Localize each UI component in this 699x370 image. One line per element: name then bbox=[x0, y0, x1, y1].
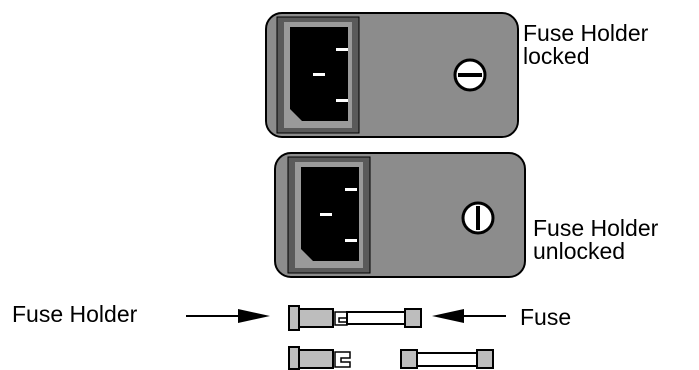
pin-neutral bbox=[320, 213, 332, 216]
pin-live bbox=[345, 239, 357, 242]
fuse-holder-cap bbox=[288, 305, 300, 331]
label-fuse-holder-locked-line1: Fuse Holder bbox=[523, 20, 649, 46]
power-entry-module-unlocked bbox=[274, 152, 526, 278]
label-fuse-holder-locked-line2: locked bbox=[523, 43, 590, 69]
label-fuse-holder-unlocked-line1: Fuse Holder bbox=[533, 215, 659, 241]
iec-inlet-socket bbox=[287, 156, 371, 274]
fuse-holder-assembled bbox=[288, 305, 422, 331]
iec-inlet-socket bbox=[276, 16, 360, 134]
label-fuse: Fuse bbox=[520, 304, 572, 330]
fuse-holder-separate bbox=[288, 346, 351, 370]
fuse-glass-body bbox=[346, 311, 406, 325]
arrow-to-fuse-holder bbox=[186, 309, 270, 323]
power-entry-module-locked bbox=[265, 12, 519, 138]
label-fuse-holder: Fuse Holder bbox=[12, 301, 138, 327]
label-fuse-holder-unlocked-line2: unlocked bbox=[533, 238, 626, 264]
pin-live bbox=[336, 99, 348, 102]
pin-earth bbox=[336, 48, 348, 51]
locked-screw-icon bbox=[453, 58, 487, 92]
fuse-separate bbox=[400, 349, 494, 369]
fuse-end-cap bbox=[404, 308, 422, 328]
pin-earth bbox=[345, 188, 357, 191]
arrow-to-fuse bbox=[432, 309, 506, 323]
pin-neutral bbox=[313, 73, 325, 76]
unlocked-screw-icon bbox=[461, 201, 495, 235]
